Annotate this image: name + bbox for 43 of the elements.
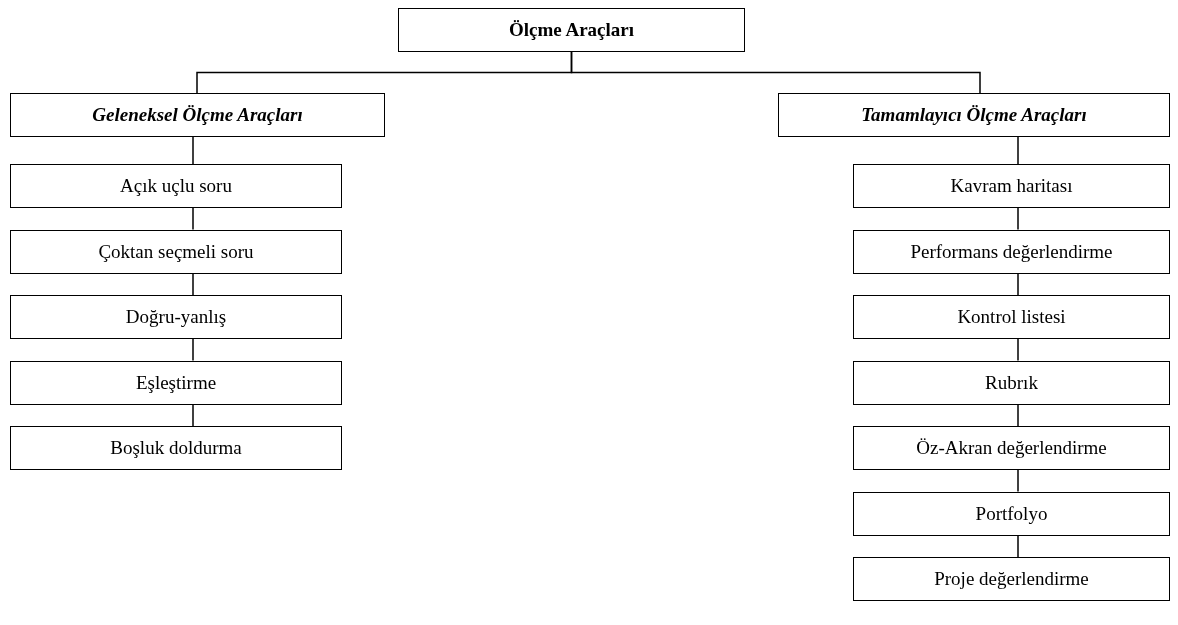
item-box — [10, 164, 342, 208]
connector-line — [1017, 403, 1019, 427]
category-box — [778, 93, 1170, 137]
node-label: Tamamlayıcı Ölçme Araçları — [861, 104, 1087, 126]
node-label: Boşluk doldurma — [110, 437, 242, 459]
root-box — [398, 8, 745, 52]
node-label: Doğru-yanlış — [125, 306, 227, 328]
connector-line — [1017, 469, 1019, 493]
connector-line — [192, 403, 194, 427]
connector-line — [192, 272, 194, 296]
node-label: Geleneksel Ölçme Araçları — [92, 104, 303, 126]
connector-line — [570, 51, 981, 94]
item-box — [853, 557, 1170, 601]
connector-line — [1017, 272, 1019, 296]
node-label: Ölçme Araçları — [509, 19, 634, 41]
item-box — [853, 426, 1170, 470]
connector-line — [192, 207, 194, 231]
node-label: Öz-Akran değerlendirme — [916, 437, 1107, 459]
item-box — [10, 229, 342, 274]
item-box — [10, 295, 342, 339]
node-label: Portfolyo — [975, 502, 1048, 525]
node-label: Rubrık — [985, 371, 1038, 394]
connector-line — [1017, 534, 1019, 558]
item-box — [853, 360, 1170, 405]
item-box — [10, 360, 342, 405]
node-label: Kavram haritası — [950, 175, 1073, 197]
connector-line — [1017, 338, 1019, 362]
node-label: Açık uçlu soru — [120, 175, 232, 197]
connector-line — [1017, 136, 1019, 165]
connector-line — [192, 338, 194, 362]
connector-line — [192, 136, 194, 165]
item-box — [853, 491, 1170, 536]
category-box — [10, 93, 385, 137]
node-label: Proje değerlendirme — [934, 568, 1089, 590]
node-label: Çoktan seçmeli soru — [98, 240, 254, 263]
node-label: Performans değerlendirme — [910, 240, 1113, 263]
node-label: Kontrol listesi — [957, 306, 1066, 328]
item-box — [10, 426, 342, 470]
item-box — [853, 164, 1170, 208]
node-label: Eşleştirme — [135, 371, 217, 394]
item-box — [853, 295, 1170, 339]
item-box — [853, 229, 1170, 274]
connector-line — [1017, 207, 1019, 231]
